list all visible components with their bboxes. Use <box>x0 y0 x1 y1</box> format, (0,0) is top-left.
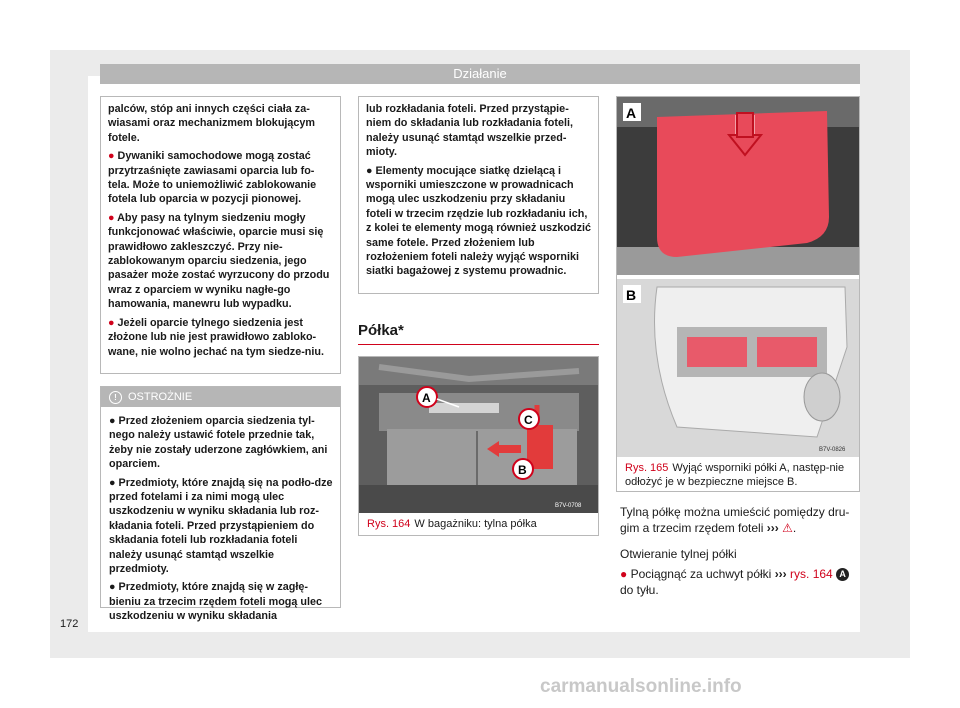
watermark: carmanualsonline.info <box>540 676 742 697</box>
caution-box: ! OSTROŻNIE ● Przed złożeniem oparcia si… <box>100 386 341 622</box>
caution-header: ! OSTROŻNIE <box>101 387 340 407</box>
section-title: Półka* <box>358 322 404 339</box>
page-header: Działanie <box>100 64 860 84</box>
section-rule <box>358 344 599 345</box>
figure-label: A <box>626 105 636 121</box>
bullet-text: Jeżeli oparcie tylnego siedzenia jest zł… <box>108 316 324 358</box>
bullet-paragraph: ● Aby pasy na tylnym siedzeniu mogły fun… <box>108 211 334 312</box>
left-warning-text: palców, stóp ani innych części ciała za-… <box>108 102 334 363</box>
bullet-paragraph: ● Przed złożeniem oparcia siedzenia tyl-… <box>109 414 333 472</box>
trunk-illustration: A C B B7V-0708 <box>359 357 598 513</box>
bullet-icon: ● <box>108 211 118 224</box>
bullet-icon: ● <box>108 316 118 329</box>
caption-text: W bagażniku: tylna półka <box>414 518 537 530</box>
bullet-icon: ● <box>366 164 376 177</box>
intro-text: Tylną półkę można umieścić pomiędzy dru-… <box>620 505 850 535</box>
bullet-paragraph: ● Elementy mocujące siatkę dzielącą i ws… <box>366 164 592 279</box>
bullet-icon: ● <box>109 476 119 489</box>
bullet-icon: ● <box>109 581 119 594</box>
page-number: 172 <box>60 618 79 630</box>
bullet-paragraph: ● Dywaniki samochodowe mogą zostać przyt… <box>108 149 334 207</box>
step-tail: do tyłu. <box>620 583 659 597</box>
bullet-text: Przed złożeniem oparcia siedzenia tyl-ne… <box>109 415 328 471</box>
paragraph: palców, stóp ani innych części ciała za-… <box>108 103 316 144</box>
intro-paragraph: Tylną półkę można umieścić pomiędzy dru-… <box>620 505 850 535</box>
warning-triangle-icon: ⚠ <box>782 521 793 535</box>
bullet-icon: ● <box>108 150 118 163</box>
figure-code: B7V-0708 <box>555 503 582 509</box>
figure-ref: Rys. 165 <box>625 462 669 474</box>
subheading: Otwieranie tylnej półki <box>620 547 737 561</box>
bullet-paragraph: ● Jeżeli oparcie tylnego siedzenia jest … <box>108 316 334 359</box>
right-body-text: Tylną półkę można umieścić pomiędzy dru-… <box>620 504 860 598</box>
bullet-paragraph: ● Przedmioty, które znajdą się na podło-… <box>109 476 333 577</box>
middle-caution-text: lub rozkładania foteli. Przed przystąpie… <box>366 102 592 283</box>
figure-label: C <box>524 413 533 427</box>
figure-label: B <box>626 287 636 303</box>
bullet-text: Elementy mocujące siatkę dzielącą i wspo… <box>366 164 591 278</box>
shelf-bracket-illustration: A B B7V-0826 <box>617 97 859 457</box>
figure-ref: Rys. 164 <box>367 518 411 530</box>
caution-heading: OSTROŻNIE <box>128 391 193 403</box>
caution-continuation-box <box>358 96 599 294</box>
bullet-text: Przedmioty, które znajdą się na podło-dz… <box>109 476 333 576</box>
bullet-text: Aby pasy na tylnym siedzeniu mogły funkc… <box>108 211 330 311</box>
step-text: Pociągnąć za uchwyt półki <box>630 567 772 581</box>
figure-label: A <box>422 391 431 405</box>
figure-code: B7V-0826 <box>819 447 846 453</box>
ref-arrows: ››› <box>766 521 779 535</box>
paragraph: lub rozkładania foteli. Przed przystąpie… <box>366 103 573 159</box>
step-paragraph: ● Pociągnąć za uchwyt półki ››› rys. 164… <box>620 566 860 598</box>
figure-link[interactable]: rys. 164 <box>790 567 833 581</box>
bullet-paragraph: ● Przedmioty, które znajdą się w zagłę-b… <box>109 580 333 623</box>
bullet-icon: ● <box>620 567 628 581</box>
figure-label: B <box>518 463 527 477</box>
ref-arrows: ››› <box>774 567 787 581</box>
bullet-text: Dywaniki samochodowe mogą zostać przytrz… <box>108 150 317 206</box>
bullet-icon: ● <box>109 415 119 427</box>
label-a-badge: A <box>836 568 850 582</box>
warning-continuation-box <box>100 96 341 374</box>
bullet-text: Przedmioty, które znajdą się w zagłę-bie… <box>109 581 322 623</box>
exclamation-circle-icon: ! <box>109 390 122 404</box>
caption-text: Wyjąć wsporniki półki A, następ-nie odło… <box>625 462 845 488</box>
caution-text: ● Przed złożeniem oparcia siedzenia tyl-… <box>101 407 340 624</box>
